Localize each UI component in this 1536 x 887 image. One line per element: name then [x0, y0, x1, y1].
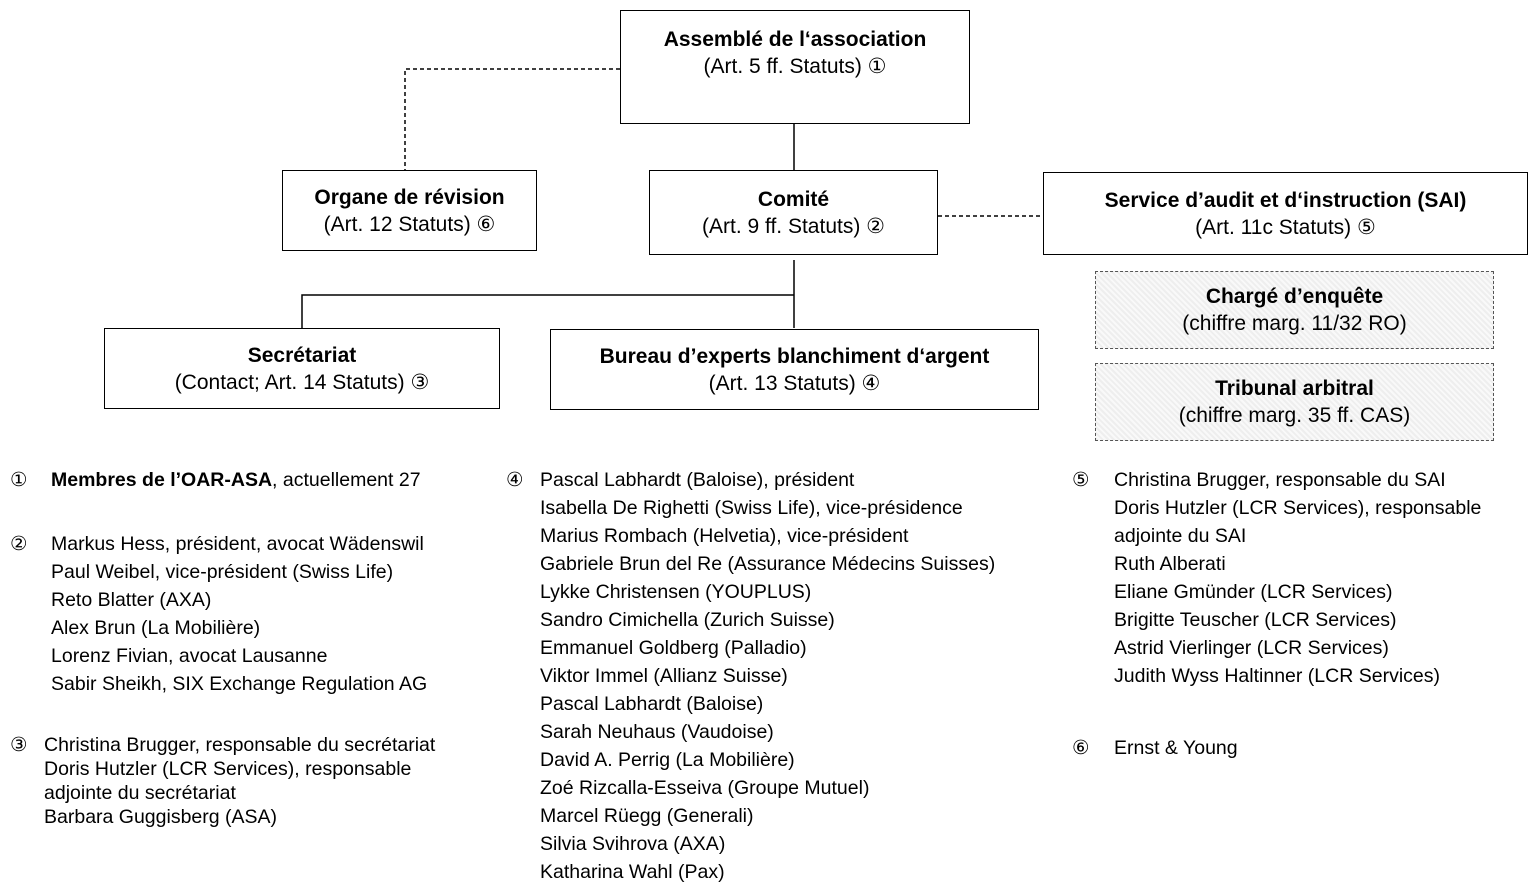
note-2-number: ② — [10, 533, 28, 555]
list-item: Emmanuel Goldberg (Palladio) — [540, 637, 807, 659]
note-5-number: ⑤ — [1072, 469, 1090, 491]
box-comite: Comité (Art. 9 ff. Statuts) ② — [649, 170, 938, 255]
list-item: adjointe du SAI — [1114, 525, 1247, 547]
list-item: Christina Brugger, responsable du secrét… — [44, 734, 436, 756]
note-6-number: ⑥ — [1072, 737, 1090, 759]
list-item: Pascal Labhardt (Baloise) — [540, 693, 764, 715]
note-1-number: ① — [10, 469, 28, 491]
box-secretariat: Secrétariat (Contact; Art. 14 Statuts) ③ — [104, 328, 500, 409]
list-item: Sandro Cimichella (Zurich Suisse) — [540, 609, 835, 631]
box-tribunal: Tribunal arbitral (chiffre marg. 35 ff. … — [1095, 363, 1494, 441]
list-item: Alex Brun (La Mobilière) — [51, 617, 261, 639]
list-item: Zoé Rizcalla-Esseiva (Groupe Mutuel) — [540, 777, 870, 799]
box-enquete-title: Chargé d’enquête — [1205, 285, 1384, 308]
note-4-number: ④ — [506, 469, 524, 491]
list-item: Lorenz Fivian, avocat Lausanne — [51, 645, 328, 667]
list-item: Doris Hutzler (LCR Services), responsabl… — [1114, 497, 1482, 519]
box-assembly-title: Assemblé de l‘association — [663, 28, 927, 51]
connector-assembly-revision — [404, 68, 620, 170]
list-item: Katharina Wahl (Pax) — [540, 861, 725, 883]
box-bureau-title: Bureau d’experts blanchiment d‘argent — [599, 344, 990, 368]
box-sai-sub: (Art. 11c Statuts) ⑤ — [1195, 215, 1376, 239]
list-item: Marius Rombach (Helvetia), vice-présiden… — [540, 525, 909, 547]
box-comite-sub: (Art. 9 ff. Statuts) ② — [702, 214, 885, 238]
box-enquete: Chargé d’enquête (chiffre marg. 11/32 RO… — [1095, 271, 1494, 349]
list-item: Paul Weibel, vice-président (Swiss Life) — [51, 561, 394, 583]
box-assembly-sub: (Art. 5 ff. Statuts) ① — [703, 55, 887, 78]
list-item: Viktor Immel (Allianz Suisse) — [540, 665, 788, 687]
box-comite-title: Comité — [757, 187, 830, 211]
box-sai: Service d’audit et d‘instruction (SAI) (… — [1043, 172, 1528, 255]
list-item: Doris Hutzler (LCR Services), responsabl… — [44, 758, 412, 780]
connector-to-secretariat — [301, 294, 794, 328]
list-item: Barbara Guggisberg (ASA) — [44, 806, 278, 828]
list-item: Lykke Christensen (YOUPLUS) — [540, 581, 812, 603]
list-item: Eliane Gmünder (LCR Services) — [1114, 581, 1393, 603]
box-enquete-sub: (chiffre marg. 11/32 RO) — [1182, 312, 1407, 335]
list-item: Reto Blatter (AXA) — [51, 589, 212, 611]
list-item: Ruth Alberati — [1114, 553, 1226, 575]
list-item: Pascal Labhardt (Baloise), président — [540, 469, 855, 491]
list-item: Brigitte Teuscher (LCR Services) — [1114, 609, 1397, 631]
list-item: Silvia Svihrova (AXA) — [540, 833, 726, 855]
box-tribunal-sub: (chiffre marg. 35 ff. CAS) — [1178, 404, 1411, 427]
box-tribunal-title: Tribunal arbitral — [1215, 377, 1374, 400]
box-sai-title: Service d’audit et d‘instruction (SAI) — [1104, 188, 1467, 212]
box-bureau-sub: (Art. 13 Statuts) ④ — [708, 371, 881, 395]
list-item: adjointe du secrétariat — [44, 782, 236, 804]
note-1-rest: , actuellement 27 — [272, 469, 421, 491]
list-item: Isabella De Righetti (Swiss Life), vice-… — [540, 497, 963, 519]
list-item: Astrid Vierlinger (LCR Services) — [1114, 637, 1389, 659]
box-revision-sub: (Art. 12 Statuts) ⑥ — [323, 212, 496, 236]
box-revision-title: Organe de révision — [314, 185, 505, 209]
list-item: Ernst & Young — [1114, 737, 1238, 759]
box-assembly: Assemblé de l‘association (Art. 5 ff. St… — [620, 10, 970, 124]
list-item: Sarah Neuhaus (Vaudoise) — [540, 721, 774, 743]
list-item: Sabir Sheikh, SIX Exchange Regulation AG — [51, 673, 428, 695]
list-item: Christina Brugger, responsable du SAI — [1114, 469, 1446, 491]
box-secretariat-sub: (Contact; Art. 14 Statuts) ③ — [174, 370, 430, 394]
box-bureau: Bureau d’experts blanchiment d‘argent (A… — [550, 329, 1039, 410]
list-item: David A. Perrig (La Mobilière) — [540, 749, 795, 771]
list-item: Judith Wyss Haltinner (LCR Services) — [1114, 665, 1440, 687]
note-3-number: ③ — [10, 734, 28, 756]
note-1-bold: Membres de l’OAR-ASA — [51, 469, 273, 491]
box-secretariat-title: Secrétariat — [247, 343, 357, 367]
list-item: Marcel Rüegg (Generali) — [540, 805, 754, 827]
box-revision: Organe de révision (Art. 12 Statuts) ⑥ — [282, 170, 537, 251]
list-item: Markus Hess, président, avocat Wädenswil — [51, 533, 424, 555]
list-item: Gabriele Brun del Re (Assurance Médecins… — [540, 553, 996, 575]
